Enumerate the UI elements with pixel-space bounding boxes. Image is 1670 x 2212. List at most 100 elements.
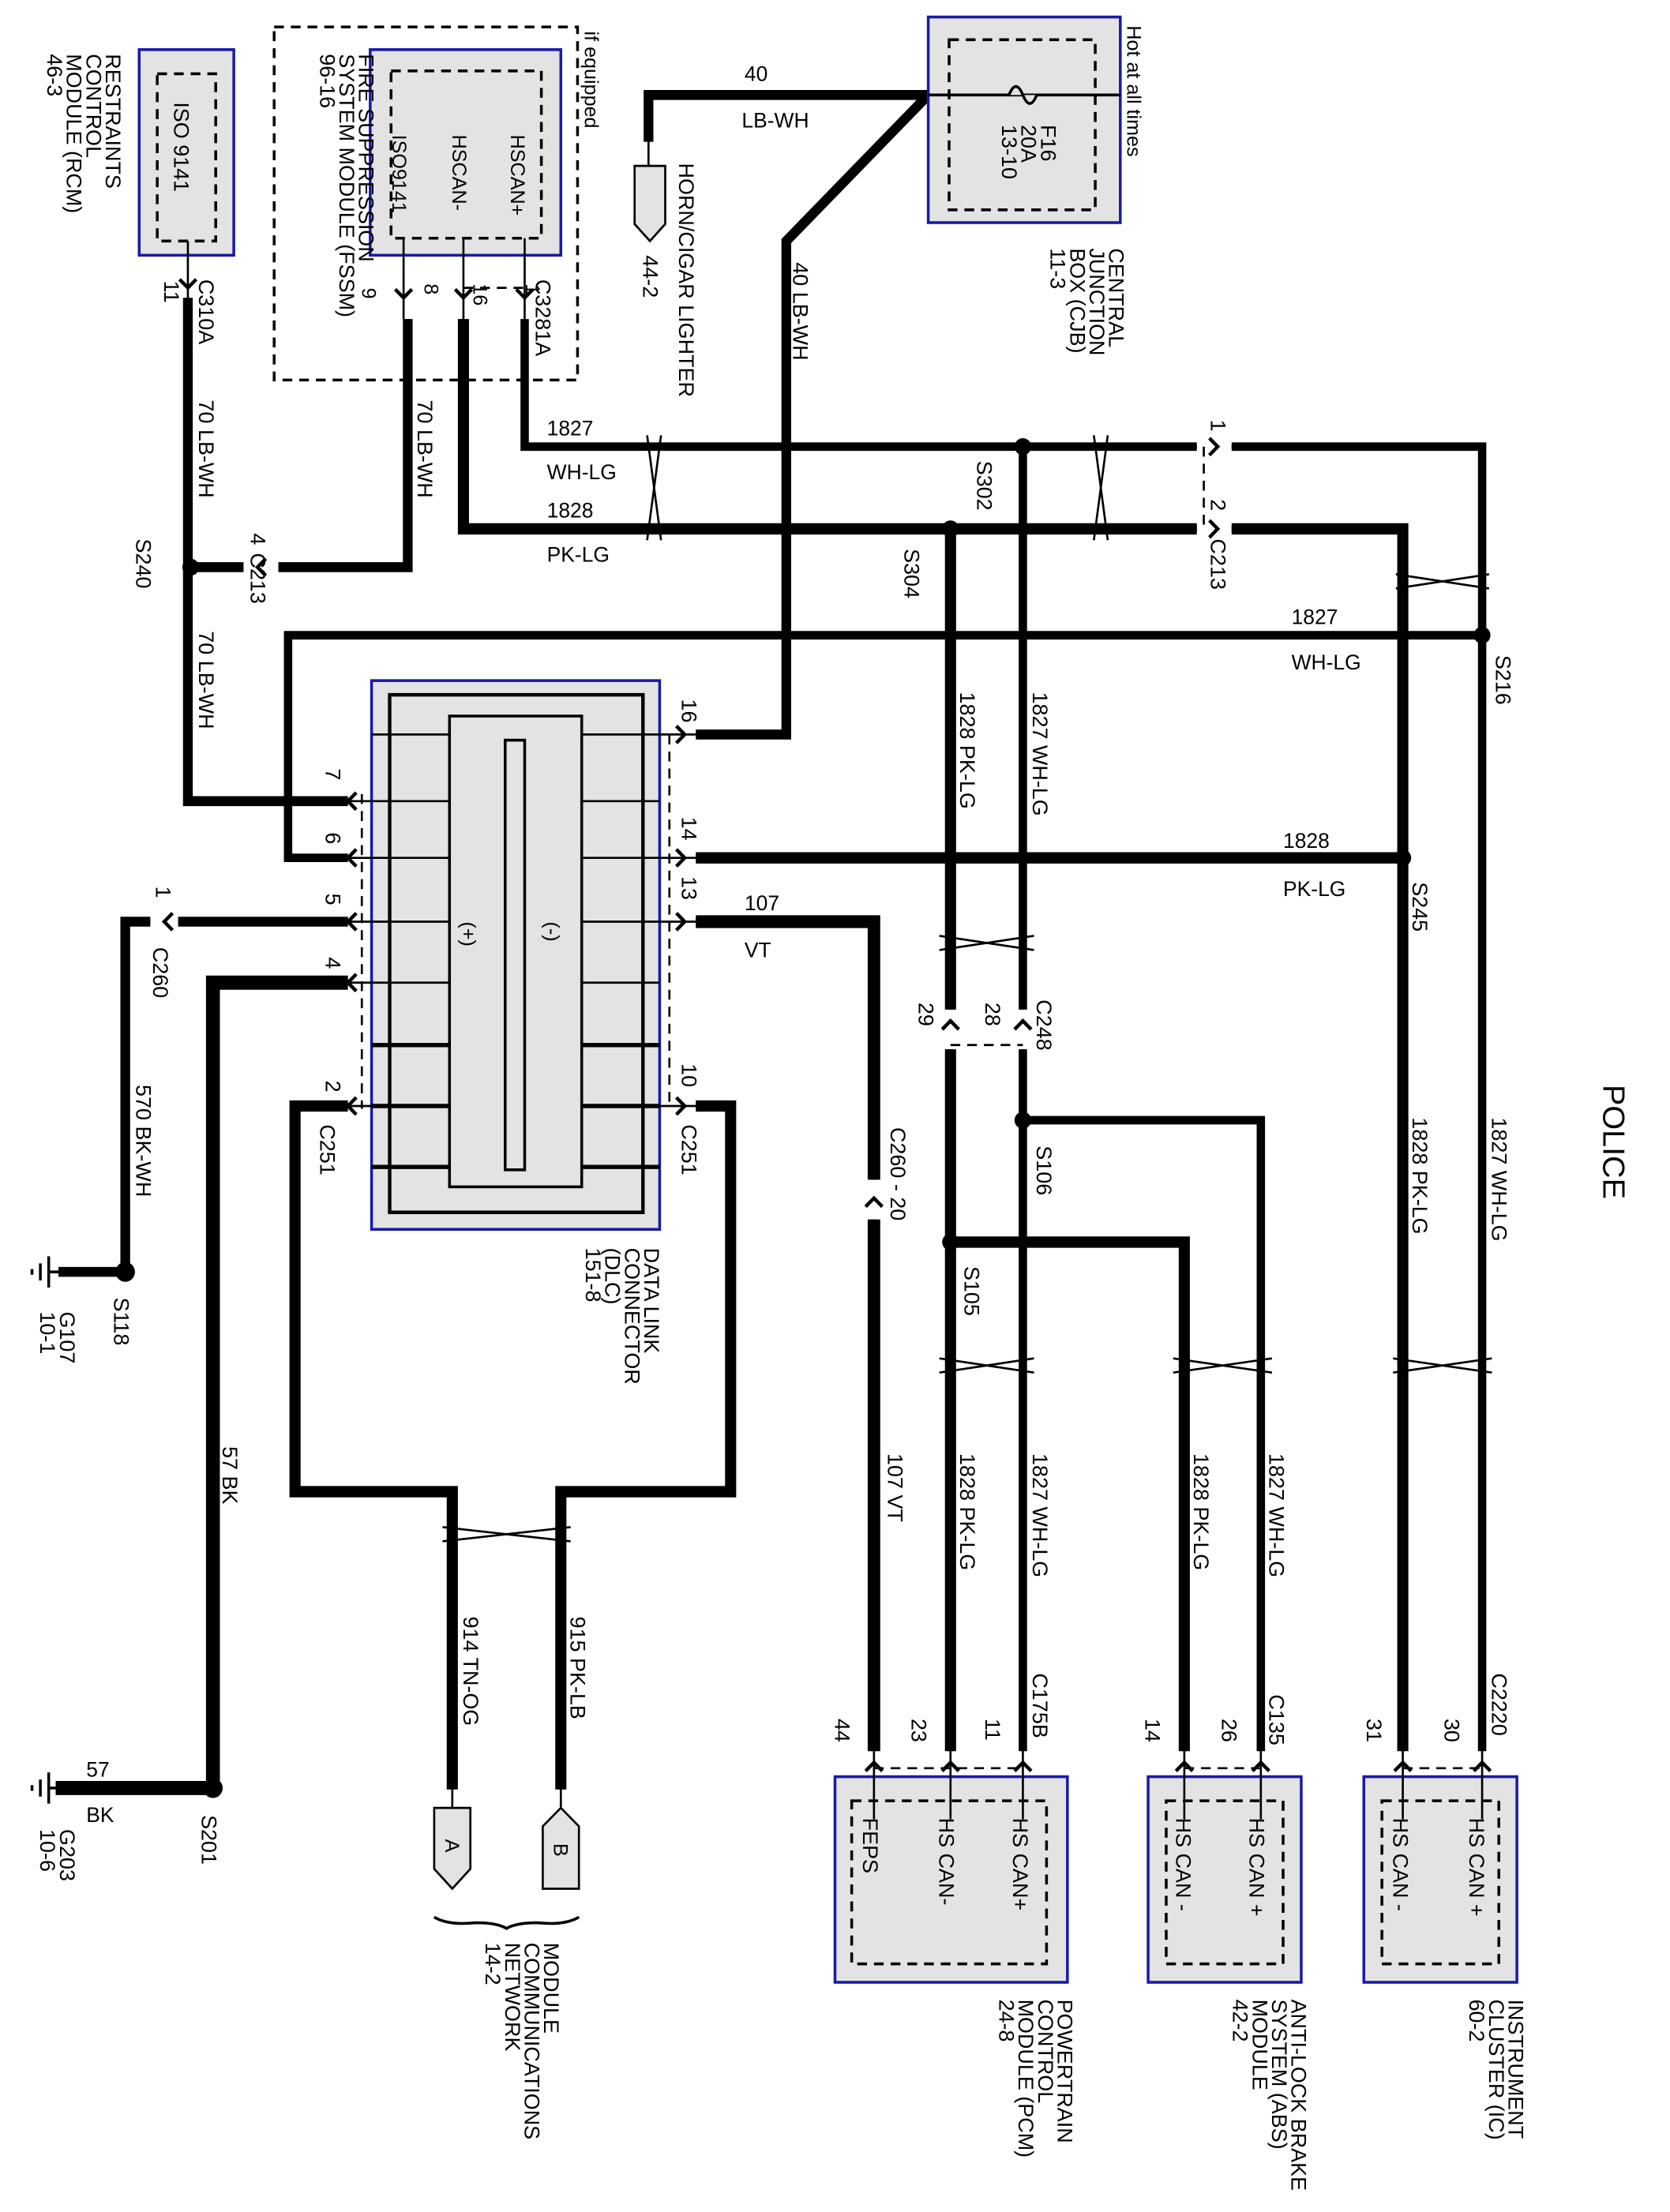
wire-40-lb-wh-horn[interactable] (644, 90, 929, 142)
fssm-module[interactable]: HSCAN+ HSCAN- ISO9141 (369, 48, 563, 320)
abs-pin-hscan-plus: HS CAN + (1245, 1818, 1269, 1917)
svg-text:S302: S302 (972, 461, 996, 511)
svg-text:if equipped: if equipped (580, 32, 602, 129)
svg-text:42-2: 42-2 (1229, 2000, 1252, 2042)
ic-module[interactable]: HS CAN + HS CAN - (1362, 1775, 1518, 1984)
svg-text:6: 6 (321, 832, 344, 844)
splice-s245 (1394, 849, 1412, 867)
svg-text:2: 2 (321, 1081, 344, 1093)
svg-text:S216: S216 (1492, 655, 1515, 705)
svg-text:40 LB-WH: 40 LB-WH (789, 262, 812, 360)
svg-text:C175B: C175B (1028, 1673, 1052, 1738)
connector-terminal-icon (1208, 437, 1221, 457)
dlc-label: DATA LINK CONNECTOR (DLC) 151-8 (581, 1248, 663, 1385)
splice-s216 (1473, 626, 1491, 644)
connector-terminals (161, 278, 1492, 1772)
svg-text:C260: C260 (148, 947, 172, 998)
cjb-module[interactable]: F16 20A 13-10 (926, 15, 1122, 224)
pcm-label: POWERTRAIN CONTROL MODULE (PCM) 24-8 (995, 2000, 1077, 2158)
dlc-minus-label: (-) (541, 922, 563, 942)
svg-text:SYSTEM MODULE (FSSM): SYSTEM MODULE (FSSM) (335, 54, 358, 317)
svg-text:POWERTRAIN: POWERTRAIN (1053, 2000, 1077, 2143)
svg-text:1827 WH-LG: 1827 WH-LG (1028, 692, 1052, 816)
connector-terminal-icon (1174, 1760, 1195, 1772)
mcn-connector-a[interactable]: A (433, 1789, 472, 1891)
svg-text:9: 9 (357, 288, 379, 299)
svg-text:29: 29 (914, 1003, 937, 1026)
svg-text:2: 2 (1206, 499, 1229, 511)
wire-core (186, 298, 348, 804)
svg-text:RESTRAINTS: RESTRAINTS (101, 54, 125, 189)
svg-text:C135: C135 (1264, 1694, 1288, 1745)
wire-107-vt[interactable] (696, 915, 880, 1180)
cjb-label: CENTRAL JUNCTION BOX (CJB) 11-3 (1046, 248, 1128, 355)
connector-terminal-icon (940, 1018, 960, 1031)
fssm-label: FIRE SUPPRESSION SYSTEM MODULE (FSSM) 96… (315, 54, 377, 317)
svg-text:LB-WH: LB-WH (741, 108, 809, 132)
rcm-module[interactable]: ISO 9141 (137, 48, 235, 298)
wire-core (696, 918, 878, 1180)
fssm-pin-hscan-minus: HSCAN- (448, 135, 470, 211)
pcm-pin-hscan-minus: HS CAN- (935, 1818, 959, 1906)
svg-text:BK: BK (86, 1803, 114, 1827)
wire-core (292, 1103, 456, 1790)
fuse-id: F16 (1036, 125, 1060, 161)
dlc-connector[interactable]: (+) (-) (347, 679, 696, 1232)
wire-57-bk[interactable] (205, 975, 348, 1784)
connector-terminal-icon (393, 287, 414, 301)
svg-text:C251: C251 (677, 1124, 701, 1175)
page-title: POLICE (1596, 1085, 1630, 1199)
wire-1828-pk-lg-abs[interactable] (950, 1236, 1190, 1752)
svg-text:1827: 1827 (547, 416, 594, 440)
svg-text:16: 16 (468, 283, 490, 306)
horn-cigar-lighter-connector[interactable] (633, 141, 666, 243)
wire-core (122, 919, 151, 1273)
wire-1828-pk-lg-top-r[interactable] (1231, 523, 1409, 1752)
svg-text:96-16: 96-16 (315, 54, 339, 108)
wire-70-lb-wh-fssm[interactable] (278, 319, 413, 572)
wire-1827-wh-lg-top-r[interactable] (1231, 442, 1487, 1752)
wire-1827-wh-lg-mid[interactable] (283, 631, 1483, 863)
mcn-brace (433, 1915, 580, 1930)
svg-text:16: 16 (677, 699, 701, 723)
wire-570-bk-wh[interactable] (120, 917, 151, 1273)
wire-40-lb-wh-dlc[interactable] (696, 91, 932, 740)
ground-g107-icon (30, 1256, 59, 1288)
svg-text:107: 107 (745, 891, 779, 915)
svg-text:13: 13 (677, 876, 701, 900)
wire-70-lb-wh-rcm[interactable] (182, 298, 348, 807)
connector-terminal-icon (161, 912, 175, 932)
svg-text:INSTRUMENT: INSTRUMENT (1504, 2000, 1528, 2139)
svg-text:S118: S118 (110, 1297, 133, 1345)
abs-module[interactable]: HS CAN + HS CAN - (1146, 1775, 1303, 1984)
wire-core (646, 92, 929, 142)
horn-label: HORN/CIGAR LIGHTER 44-2 (638, 163, 698, 397)
wire-outline (1023, 1115, 1266, 1752)
connector-terminal-icon (345, 848, 358, 868)
wire-1827-wh-lg-abs[interactable] (1023, 1115, 1266, 1752)
svg-text:1827 WH-LG: 1827 WH-LG (1028, 1453, 1052, 1577)
mcn-label: MODULE COMMUNICATIONS NETWORK 14-2 (481, 1943, 563, 2139)
wire-outline (696, 915, 880, 1180)
connector-terminal-icon (675, 912, 688, 932)
svg-text:C213: C213 (1206, 539, 1229, 590)
wire-915-pk-lb[interactable] (555, 1100, 737, 1790)
connector-labels: C310A 11 C3281A 1 16 8 9 C213 4 C213 1 2… (148, 279, 1511, 1745)
fssm-pin-hscan-plus: HSCAN+ (506, 135, 528, 216)
svg-text:4: 4 (246, 533, 269, 545)
svg-text:NETWORK: NETWORK (501, 1943, 524, 2052)
connector-terminal-icon (345, 1096, 358, 1116)
wire-1827-wh-lg-top[interactable] (520, 319, 1197, 452)
wire-914-tn-og[interactable] (289, 1100, 458, 1790)
rcm-label: RESTRAINTS CONTROL MODULE (RCM) 46-3 (43, 54, 125, 213)
splice-s118 (115, 1262, 135, 1282)
svg-text:14-2: 14-2 (481, 1943, 505, 1985)
connector-terminal-icon (864, 1760, 884, 1772)
svg-text:26: 26 (1218, 1719, 1241, 1742)
wire-outline (278, 319, 413, 572)
svg-text:WH-LG: WH-LG (547, 460, 617, 484)
abs-label: ANTI-LOCK BRAKE SYSTEM (ABS) MODULE 42-2 (1229, 2000, 1311, 2191)
mcn-connector-b[interactable]: B (542, 1789, 580, 1890)
svg-text:1: 1 (1206, 420, 1229, 432)
svg-text:C251: C251 (315, 1124, 339, 1175)
